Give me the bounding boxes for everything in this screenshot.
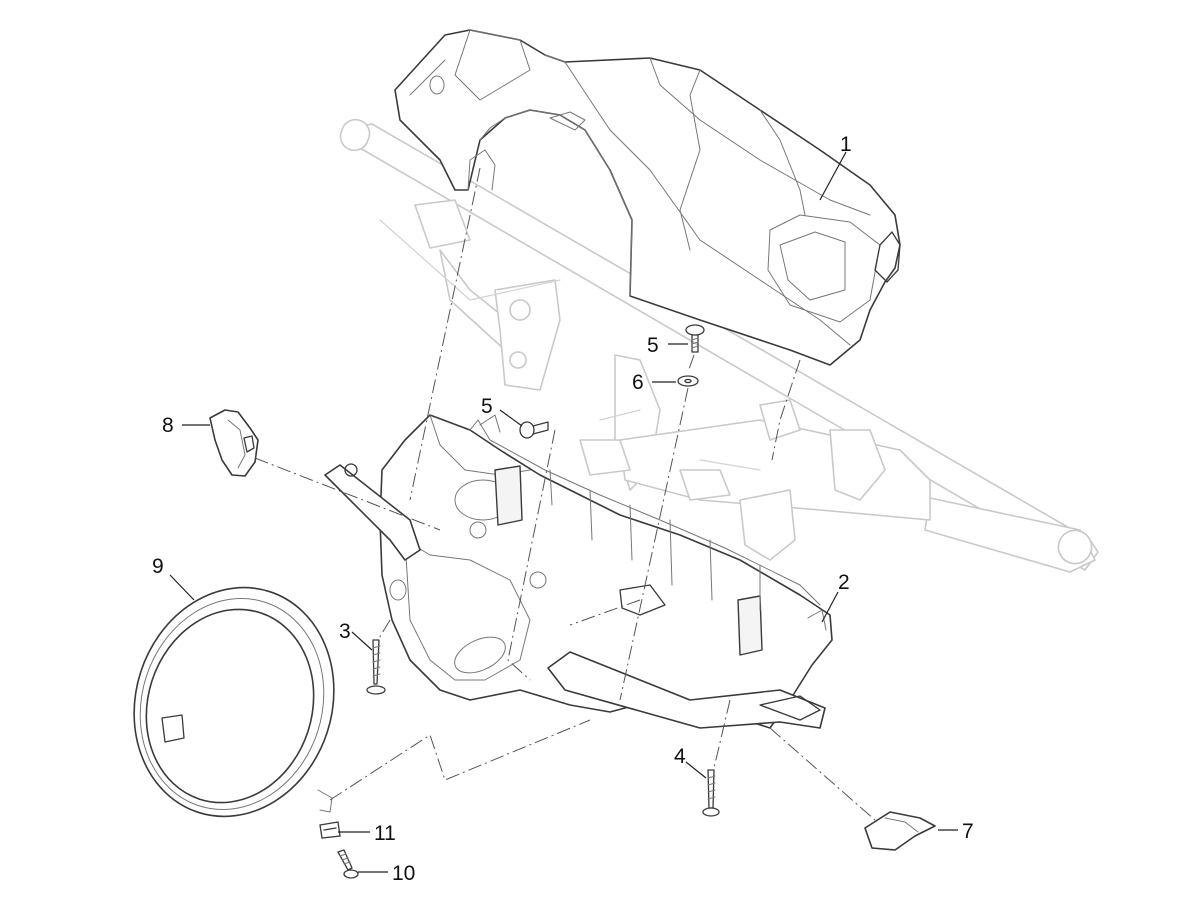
screw-5-upper [685, 324, 705, 353]
screw-4 [702, 769, 720, 817]
callout-leaders [169, 151, 958, 873]
callout-labels: 1 2 3 4 5 5 6 7 8 9 10 11 [152, 133, 974, 885]
upper-handlebar-cover [394, 29, 901, 366]
callout-6: 6 [632, 371, 644, 394]
callout-5-lower: 5 [481, 395, 493, 418]
screw-10 [337, 849, 359, 879]
callout-10: 10 [392, 862, 415, 885]
callout-4: 4 [674, 745, 686, 768]
clip-11 [319, 821, 341, 839]
right-end-cap [864, 811, 936, 851]
callout-5-upper: 5 [647, 334, 659, 357]
washer-6 [677, 375, 699, 387]
callout-7: 7 [962, 820, 974, 843]
handlebar-frame-ghost [339, 118, 1099, 573]
screw-3 [366, 639, 386, 695]
lower-handlebar-cover [324, 414, 833, 729]
callout-8: 8 [162, 414, 174, 437]
assembly-lines [254, 167, 876, 821]
callout-11: 11 [374, 822, 396, 845]
callout-1: 1 [840, 133, 852, 156]
screw-5-lower [519, 421, 549, 439]
callout-2: 2 [838, 571, 850, 594]
fasteners [319, 324, 720, 879]
callout-3: 3 [339, 620, 351, 643]
left-end-cap [209, 409, 259, 477]
headlight-trim-ring [133, 586, 335, 818]
callout-9: 9 [152, 555, 164, 578]
